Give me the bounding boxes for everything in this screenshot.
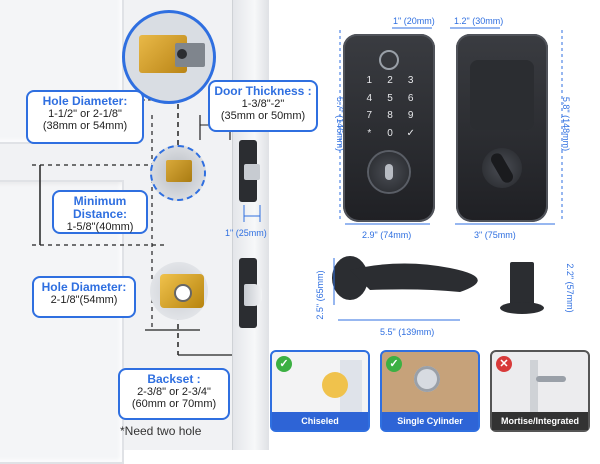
key-9[interactable]: 9 [407,110,414,122]
key-confirm[interactable]: ✓ [406,127,415,139]
backset-callout: Backset : 2-3/8" or 2-3/4" (60mm or 70mm… [118,368,230,420]
key-8[interactable]: 8 [387,110,393,122]
key-6[interactable]: 6 [407,92,414,104]
key-5[interactable]: 5 [387,92,393,104]
deadbolt-dimension-lines [339,27,563,225]
key-4[interactable]: 4 [366,92,373,104]
key-2[interactable]: 2 [387,75,393,87]
hole-diameter-bottom-callout: Hole Diameter: 2-1/8"(54mm) [32,276,136,318]
front-depth-label: 1" (20mm) [393,16,435,26]
cylinder-icon [369,152,409,192]
two-hole-note: *Need two hole [120,424,202,438]
lever-height-label: 2.5" (65mm) [315,270,325,320]
deadbolt-front: 1 2 3 4 5 6 7 8 9 * 0 ✓ [343,34,435,222]
door-type-mortise-label: Mortise/Integrated [492,412,588,430]
back-depth-label: 1.2" (30mm) [454,16,504,26]
lever-handle [332,256,478,321]
deadbolt-back [456,34,548,222]
key-7[interactable]: 7 [366,110,373,122]
door-thickness-callout: Door Thickness : 1-3/8"-2" (35mm or 50mm… [208,80,318,132]
back-width-label: 3" (75mm) [474,230,516,240]
back-height-label: 5.8" (148mm) [561,96,571,152]
lever-rose [500,262,544,318]
door-type-single-cylinder-label: Single Cylinder [382,412,478,430]
upper-latch-mechanism [166,160,192,182]
minimum-distance-callout: Minimum Distance: 1-5/8"(40mm) [52,190,148,234]
keypad[interactable]: 1 2 3 4 5 6 7 8 9 * 0 ✓ [359,72,421,142]
door-type-mortise: ✕ Mortise/Integrated [490,350,590,432]
hole-diameter-top-callout: Hole Diameter: 1-1/2" or 2-1/8" (38mm or… [26,90,144,144]
latch-dimension-arrow [243,205,261,222]
door-type-chiseled-label: Chiseled [272,412,368,430]
check-icon: ✓ [276,356,292,372]
key-1[interactable]: 1 [366,75,373,87]
key-0[interactable]: 0 [387,127,393,139]
key-3[interactable]: 3 [407,75,414,87]
cross-icon: ✕ [496,356,512,372]
fingerprint-icon [379,50,399,70]
rose-height-label: 2.2" (57mm) [565,263,575,313]
lever-length-label: 5.5" (139mm) [380,327,435,337]
door-type-single-cylinder: ✓ Single Cylinder [380,350,480,432]
check-icon: ✓ [386,356,402,372]
latch-dimension-label: 1" (25mm) [225,228,267,238]
key-star[interactable]: * [367,127,372,139]
front-width-label: 2.9" (74mm) [362,230,412,240]
installation-diagram: 1" (25mm) Hole Diameter: 1-1/2" or 2-1/8… [0,0,318,464]
door-type-chiseled: ✓ Chiseled [270,350,370,432]
thumb-turn-icon [482,148,522,188]
door-edge [232,0,269,450]
latch-zoom-circle [122,10,216,104]
